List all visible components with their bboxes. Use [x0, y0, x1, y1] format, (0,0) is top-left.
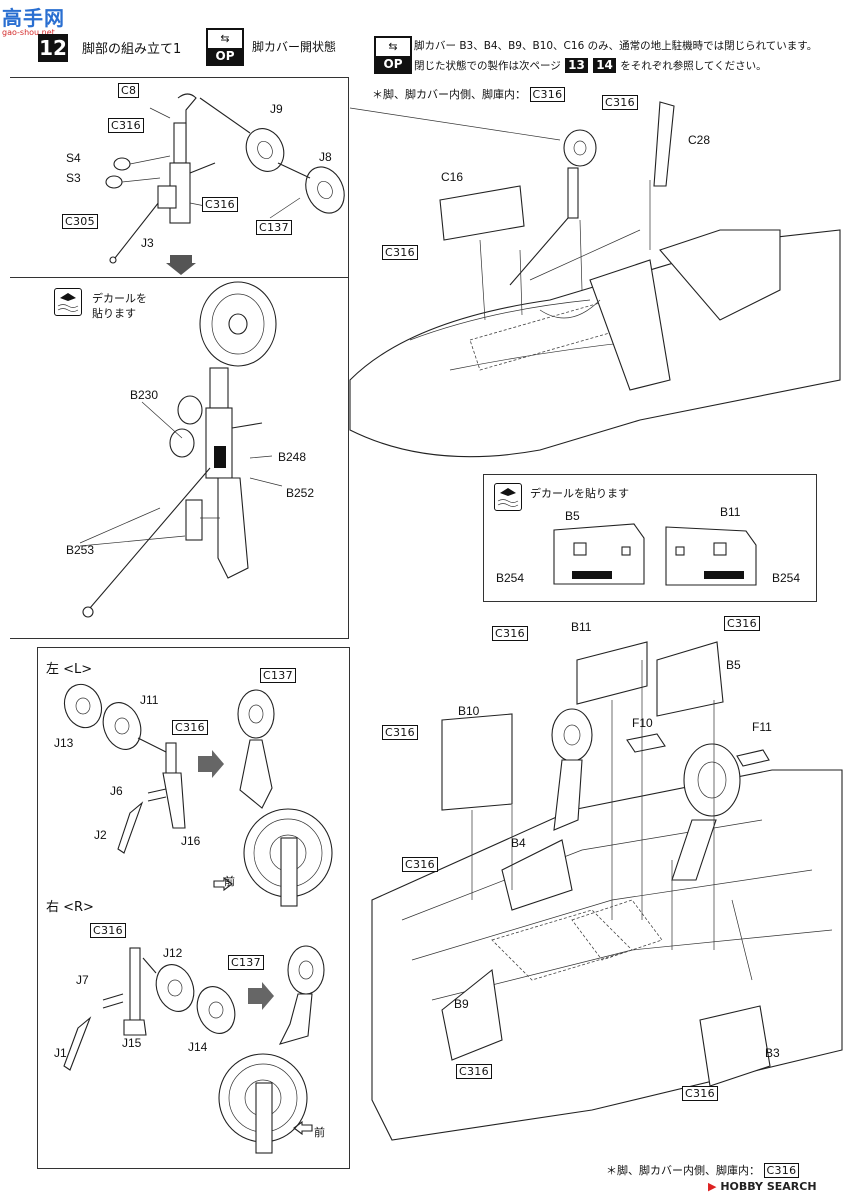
- part-label: C16: [441, 170, 464, 184]
- part-label: J13: [54, 736, 74, 750]
- footer-color-note-text: ＊脚、脚カバー内側、脚庫内：: [606, 1164, 760, 1177]
- down-arrow-icon: [166, 255, 196, 275]
- watermark-url: gao-shou.net: [2, 28, 55, 37]
- part-code: C316: [682, 1086, 718, 1101]
- right-title: 右 <R>: [46, 900, 94, 915]
- part-code: C316: [90, 923, 126, 938]
- page-ref-13: 13: [565, 58, 588, 73]
- panel-decal-gear: デカールを 貼ります B230 B248 B252 B253: [10, 277, 349, 639]
- part-label: B10: [458, 704, 480, 718]
- part-label: C28: [688, 133, 711, 147]
- part-label: J1: [54, 1046, 67, 1060]
- panel-nose-gear: C8 C316 S4 S3 C305 J3 J9 J8 C316 C137: [10, 77, 349, 279]
- part-label: B4: [511, 836, 526, 850]
- note-line-2-post: をそれぞれ参照してください。: [620, 60, 767, 72]
- part-code: C8: [118, 83, 140, 98]
- watermark-text: 高手网: [2, 6, 65, 30]
- part-label: S3: [66, 171, 81, 185]
- decal-caption-2: 貼ります: [92, 307, 136, 320]
- decal-icon: [494, 483, 522, 511]
- decal-box-caption: デカールを貼ります: [530, 487, 629, 500]
- op-caption: 脚カバー開状態: [252, 40, 337, 54]
- brand-logo-mark: ▶: [708, 1180, 717, 1193]
- op-label: OP: [208, 48, 242, 64]
- watermark-logo: 高手网 gao-shou.net: [2, 2, 65, 37]
- part-code: C305: [62, 214, 98, 229]
- part-code: C137: [260, 668, 296, 683]
- door-decal-drawing: [553, 523, 757, 586]
- swap-icon: ⇆: [220, 32, 230, 45]
- part-code: C316: [492, 626, 528, 641]
- right-forward-label: 前: [314, 1126, 325, 1139]
- part-label: J8: [319, 150, 332, 164]
- fuselage-lower-drawing: [371, 641, 843, 1141]
- footer-color-note: ＊脚、脚カバー内側、脚庫内： C316: [606, 1162, 800, 1178]
- note-line-2-pre: 閉じた状態での製作は次ページ: [414, 60, 561, 72]
- brand-logo-text: HOBBY SEARCH: [720, 1180, 817, 1193]
- part-label: J2: [94, 828, 107, 842]
- main-gear-drawing: [79, 281, 283, 618]
- part-label: J7: [76, 973, 89, 987]
- part-label: B11: [571, 620, 592, 634]
- part-code: C316: [172, 720, 208, 735]
- op-icon: ⇆ OP: [206, 28, 244, 66]
- part-label: J3: [141, 236, 154, 250]
- brand-logo: ▶ HOBBY SEARCH: [708, 1180, 817, 1193]
- part-label: J12: [163, 946, 183, 960]
- step-number: 12: [38, 34, 68, 62]
- note-line-2: 閉じた状態での製作は次ページ 13 14 をそれぞれ参照してください。: [414, 58, 767, 73]
- part-label: F10: [632, 716, 653, 730]
- part-code: C316: [108, 118, 144, 133]
- color-code: C316: [529, 87, 566, 102]
- part-label: S4: [66, 151, 81, 165]
- part-label: J9: [270, 102, 283, 116]
- part-label: J14: [188, 1040, 208, 1054]
- decal-label-left: B254: [496, 571, 525, 585]
- decal-label-right: B254: [772, 571, 801, 585]
- part-code: C316: [724, 616, 760, 631]
- part-code: C316: [202, 197, 238, 212]
- fuselage-upper-drawing: [349, 101, 841, 458]
- door-label-right: B11: [720, 505, 741, 519]
- op-label: OP: [376, 56, 410, 72]
- decal-caption-1: デカールを: [92, 292, 147, 305]
- part-label: B5: [726, 658, 741, 672]
- page-ref-14: 14: [593, 58, 616, 73]
- step-title: 脚部の組み立て1: [82, 42, 182, 57]
- part-label: B230: [130, 388, 159, 402]
- part-label: J6: [110, 784, 123, 798]
- decal-box: デカールを貼ります B5 B11 B254 B254: [483, 474, 817, 602]
- decal-icon: [54, 288, 82, 316]
- door-label-left: B5: [565, 509, 580, 523]
- left-title: 左 <L>: [46, 662, 93, 677]
- panel-lr-gear: 左 <L> 右 <R>: [37, 647, 350, 1169]
- part-label: B252: [286, 486, 315, 500]
- lr-gear-drawing: [63, 683, 333, 1154]
- part-label: B3: [765, 1046, 780, 1060]
- part-code: C316: [602, 95, 638, 110]
- top-color-note: ＊脚、脚カバー内側、脚庫内： C316: [372, 86, 566, 102]
- op-icon-note: ⇆ OP: [374, 36, 412, 74]
- top-color-note-text: ＊脚、脚カバー内側、脚庫内：: [372, 88, 526, 101]
- part-label: J15: [122, 1036, 142, 1050]
- part-code: C137: [228, 955, 264, 970]
- part-code: C316: [402, 857, 438, 872]
- part-code: C137: [256, 220, 292, 235]
- part-label: B248: [278, 450, 307, 464]
- note-line-1: 脚カバー B3、B4、B9、B10、C16 のみ、通常の地上駐機時では閉じられて…: [414, 40, 818, 52]
- part-label: J11: [140, 693, 159, 707]
- swap-icon: ⇆: [388, 40, 398, 53]
- part-code: C316: [456, 1064, 492, 1079]
- part-label: B9: [454, 997, 469, 1011]
- nose-gear-drawing: [105, 93, 345, 264]
- part-code: C316: [382, 725, 418, 740]
- part-code: C316: [382, 245, 418, 260]
- part-label: B253: [66, 543, 95, 557]
- part-label: J16: [181, 834, 201, 848]
- left-forward-label: 前: [224, 875, 235, 888]
- color-code: C316: [763, 1163, 800, 1178]
- part-label: F11: [752, 720, 772, 734]
